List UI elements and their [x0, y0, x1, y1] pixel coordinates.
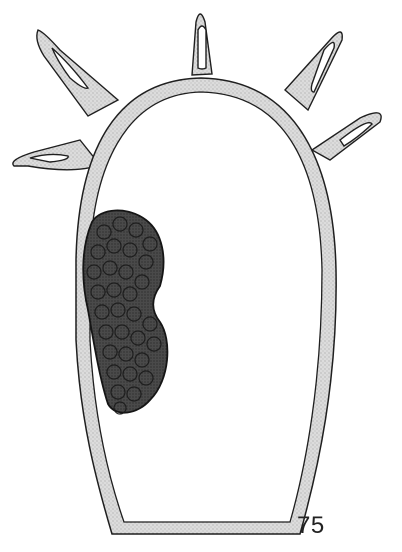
figure-number-label: 75 — [297, 512, 325, 540]
arm-left-upper — [37, 30, 118, 116]
